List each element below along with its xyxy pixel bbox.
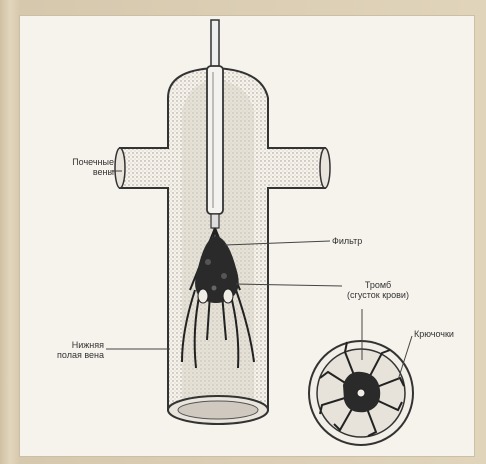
label-thrombus: Тромб (сгусток крови) bbox=[326, 280, 430, 300]
catheter bbox=[207, 20, 223, 228]
label-filter: Фильтр bbox=[332, 236, 362, 246]
cross-section-view bbox=[309, 341, 413, 445]
label-thrombus-line2: (сгусток крови) bbox=[326, 290, 430, 300]
label-inferior-vena-cava: Нижняя полая вена bbox=[32, 340, 104, 360]
label-hooks: Крючочки bbox=[414, 329, 454, 339]
label-renal-veins-line1: Почечные bbox=[28, 157, 114, 167]
label-ivc-line2: полая вена bbox=[32, 350, 104, 360]
label-renal-veins-line2: вены bbox=[28, 167, 114, 177]
label-renal-veins: Почечные вены bbox=[28, 157, 114, 177]
label-thrombus-line1: Тромб bbox=[326, 280, 430, 290]
label-ivc-line1: Нижняя bbox=[32, 340, 104, 350]
